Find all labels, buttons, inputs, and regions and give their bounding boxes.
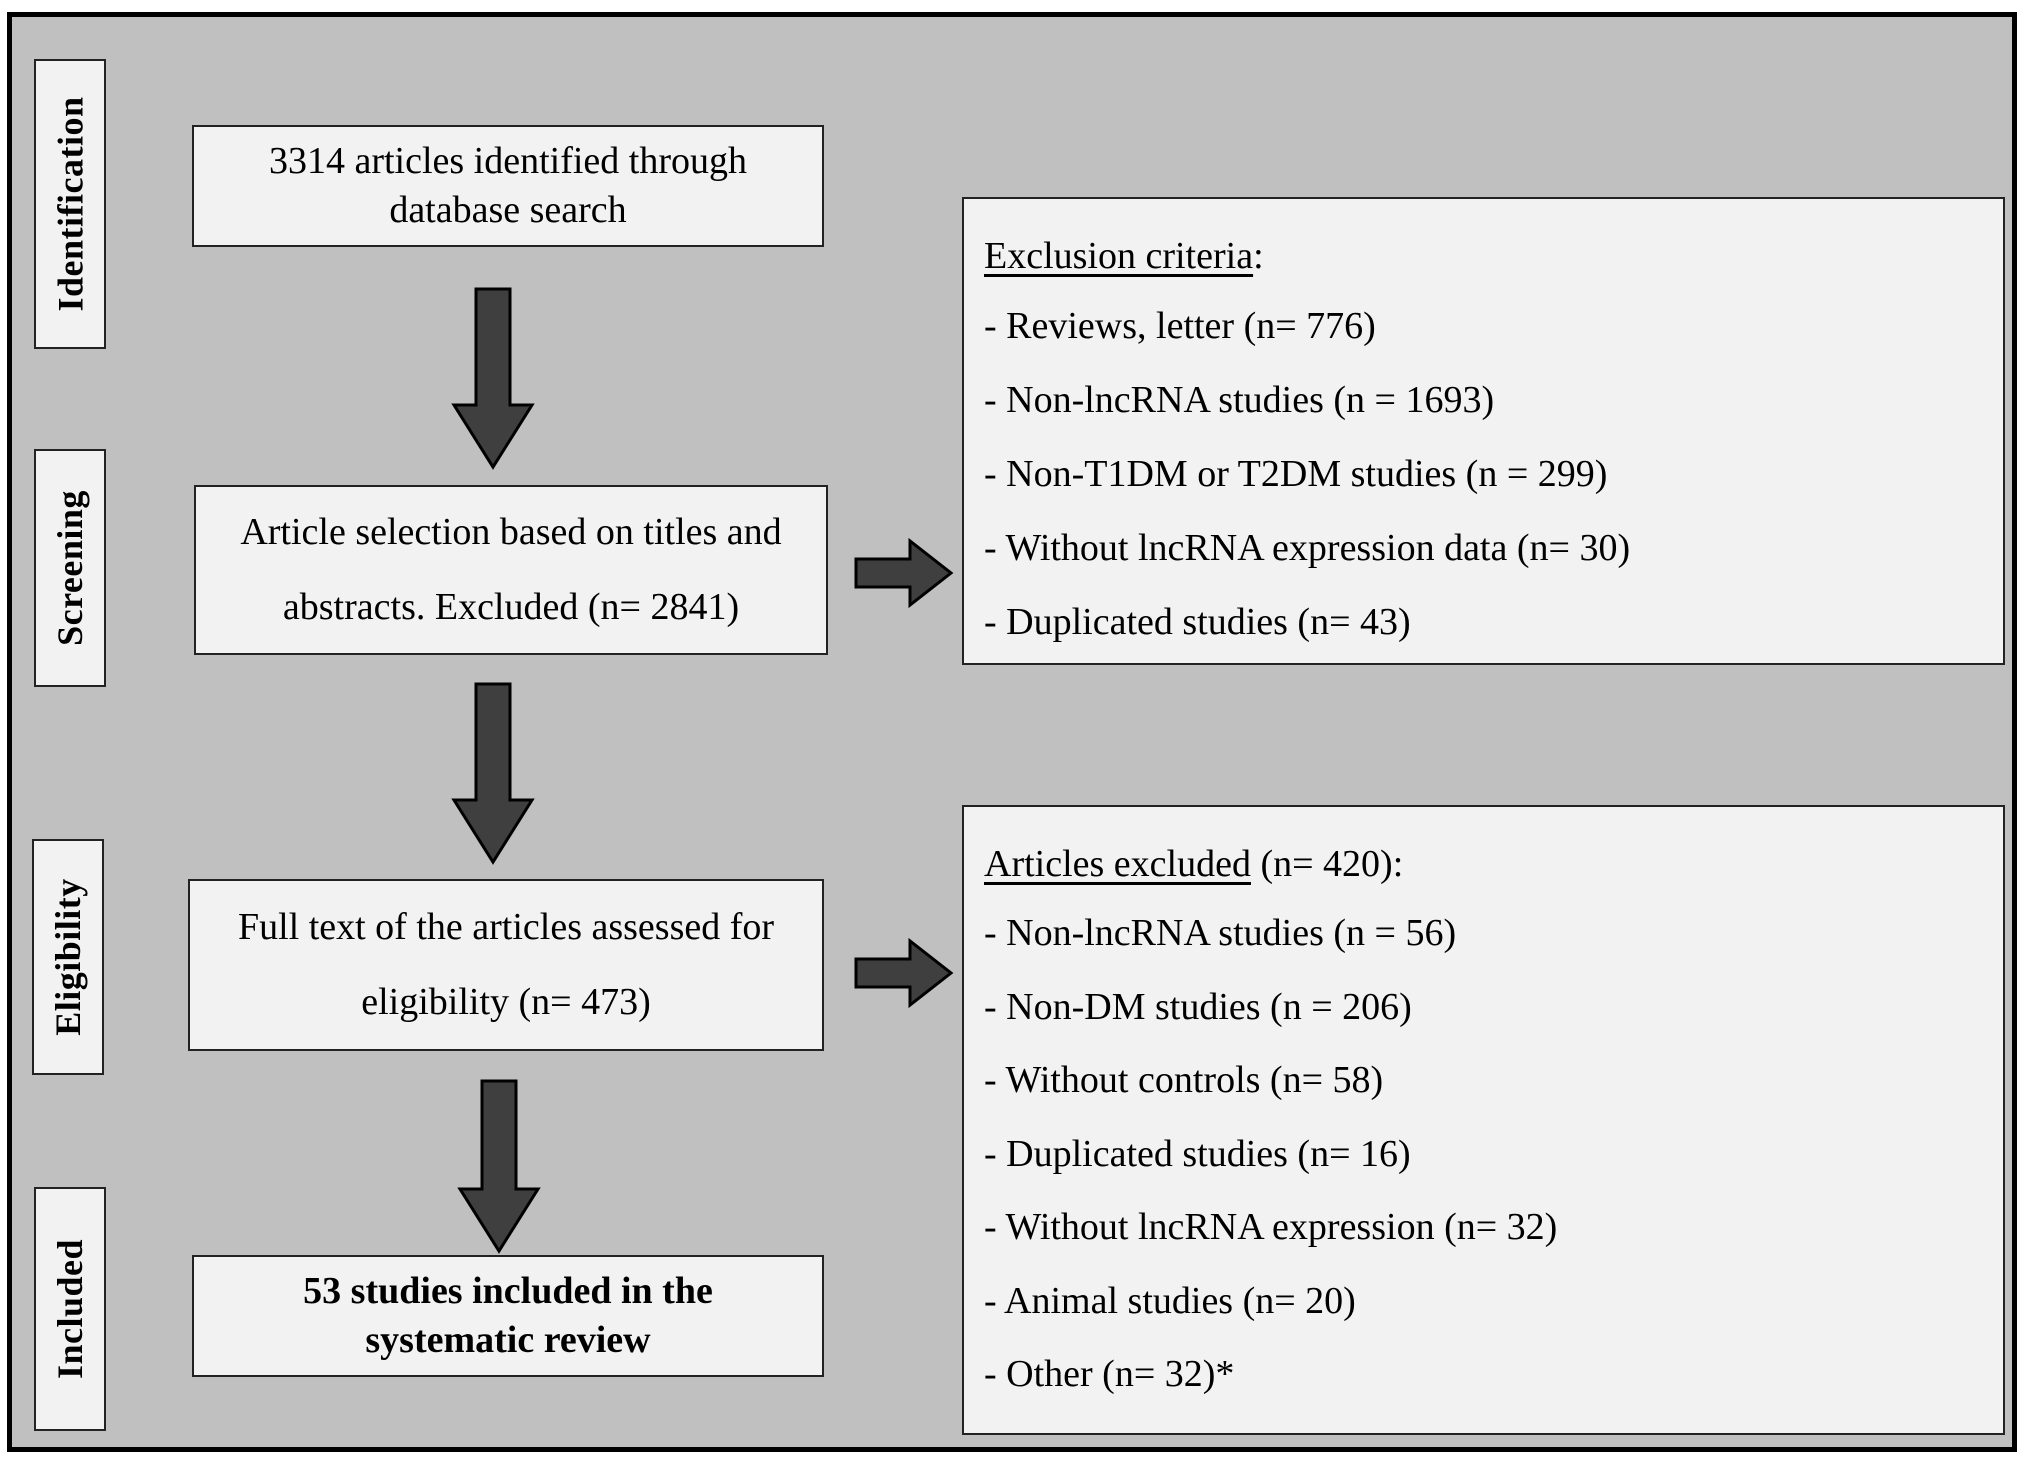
stage-label-eligibility: Eligibility [32,839,104,1075]
screening-line-2: abstracts. Excluded (n= 2841) [282,586,740,628]
down-arrow-3 [457,1079,541,1254]
right-arrow-2 [854,937,954,1009]
exclusion-criteria-box: Exclusion criteria: - Reviews, letter (n… [962,197,2005,665]
eligibility-line-1: Full text of the articles assessed for [237,906,775,948]
articles-excluded-heading: Articles excluded (n= 420): [984,835,1983,893]
excluded-item: - Non-DM studies (n = 206) [984,985,1412,1028]
stage-label-identification-text: Identification [50,96,91,312]
excluded-item: - Duplicated studies (n= 16) [984,1132,1411,1175]
exclusion-criteria-suffix: : [1253,235,1264,277]
stage-label-included-text: Included [50,1238,90,1380]
articles-excluded-suffix: (n= 420): [1250,843,1404,885]
right-arrow-1 [854,537,954,609]
identified-box: 3314 articles identified through databas… [192,125,824,247]
down-arrow-2 [451,682,535,865]
down-arrow-1 [451,287,535,470]
identified-line-2: database search [389,189,627,231]
exclusion-criteria-heading: Exclusion criteria: [984,227,1983,285]
included-box: 53 studies included in the systematic re… [192,1255,824,1377]
excluded-item: - Non-lncRNA studies (n = 56) [984,912,1457,954]
exclusion-item: - Non-lncRNA studies (n = 1693) [984,379,1495,421]
exclusion-item: - Non-T1DM or T2DM studies (n = 299) [984,453,1608,495]
excluded-item: - Without lncRNA expression (n= 32) [984,1206,1558,1248]
eligibility-line-2: eligibility (n= 473) [361,981,651,1023]
articles-excluded-box: Articles excluded (n= 420): - Non-lncRNA… [962,805,2005,1435]
stage-label-eligibility-text: Eligibility [48,878,89,1036]
stage-label-screening: Screening [34,449,106,687]
excluded-item: - Other (n= 32)* [984,1353,1235,1395]
identified-line-1: 3314 articles identified through [268,139,748,182]
eligibility-box: Full text of the articles assessed for e… [188,879,824,1051]
diagram-frame: Identification Screening Eligibility Inc… [7,12,2017,1452]
screening-line-1: Article selection based on titles and [240,511,782,553]
stage-label-identification: Identification [34,59,106,349]
included-line-1: 53 studies included in the [303,1269,713,1312]
exclusion-item: - Without lncRNA expression data (n= 30) [984,527,1631,569]
included-line-2: systematic review [365,1319,651,1361]
exclusion-item: - Reviews, letter (n= 776) [984,305,1376,347]
stage-label-included: Included [34,1187,106,1431]
excluded-item: - Animal studies (n= 20) [984,1279,1356,1322]
exclusion-item: - Duplicated studies (n= 43) [984,601,1411,643]
excluded-item: - Without controls (n= 58) [984,1059,1384,1101]
screening-box: Article selection based on titles and ab… [194,485,828,655]
stage-label-screening-text: Screening [50,490,90,646]
articles-excluded-title: Articles excluded [984,843,1251,885]
exclusion-criteria-title: Exclusion criteria [984,235,1254,277]
